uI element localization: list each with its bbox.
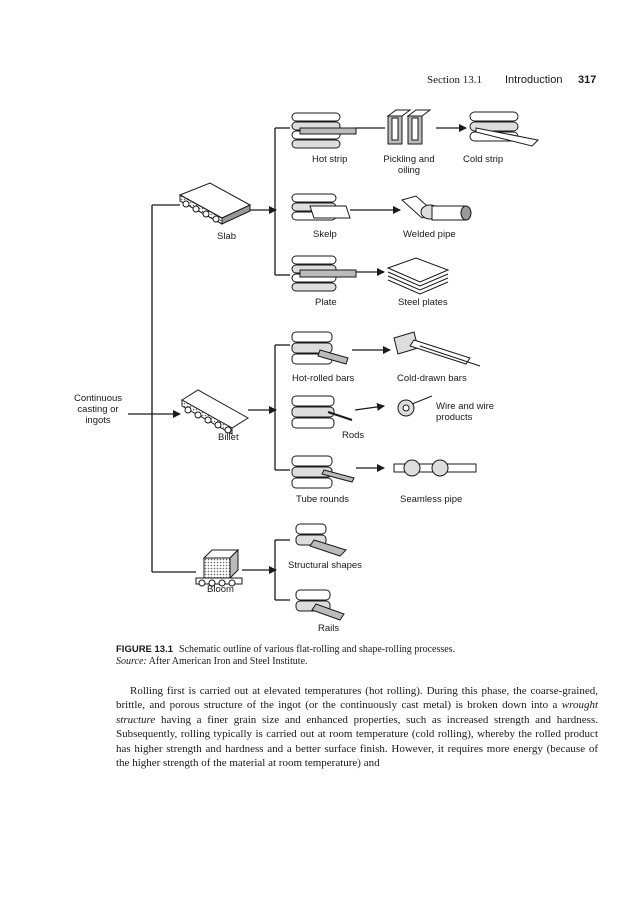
label-slab: Slab [217,231,236,242]
label-rods: Rods [342,430,364,441]
bloom-illustration [195,548,243,587]
steel-plates-icon [386,257,450,295]
skelp-mill-icon [291,193,351,221]
label-structural-shapes: Structural shapes [288,560,362,571]
caption-source-line: Source: After American Iron and Steel In… [116,656,596,668]
hot-strip-mill-icon [291,112,357,149]
label-plate: Plate [315,297,337,308]
caption-text: Schematic outline of various flat-rollin… [179,644,456,655]
header-title: Introduction [505,74,563,86]
page-number: 317 [578,74,597,86]
label-tube-rounds: Tube rounds [296,494,349,505]
label-steel-plates: Steel plates [398,297,448,308]
pickling-tanks-icon [386,109,432,145]
structural-shapes-mill-icon [295,523,347,557]
rails-mill-icon [295,589,345,621]
body-paragraph: Rolling first is carried out at elevated… [116,684,598,770]
label-billet: Billet [218,432,239,443]
connector-lines [128,124,467,601]
source-label: Source: [116,656,147,667]
label-start-3: ingots [85,415,111,426]
slab-illustration [178,182,252,225]
label-rails: Rails [318,623,339,634]
label-start-2: casting or [77,404,118,415]
rods-mill-icon [291,395,353,429]
seamless-pipe-icon [393,459,477,477]
label-skelp: Skelp [313,229,337,240]
wire-products-icon [397,395,433,417]
label-welded-pipe: Welded pipe [403,229,456,240]
hot-rolled-bars-mill-icon [291,331,349,365]
label-hot-rolled-bars: Hot-rolled bars [292,373,355,384]
tube-rounds-mill-icon [291,455,355,489]
label-pickling-1: Pickling and [383,154,434,165]
figure-label: FIGURE 13.1 [116,644,174,655]
caption-line: FIGURE 13.1 Schematic outline of various … [116,644,596,656]
label-bloom: Bloom [207,584,234,595]
cold-drawn-bars-icon [393,331,481,367]
body-text-2: having a finer grain size and enhanced p… [116,713,598,770]
header-section: Section 13.1 [427,74,482,86]
label-cold-strip: Cold strip [463,154,503,165]
label-hot-strip: Hot strip [312,154,347,165]
label-wire-2: products [436,412,473,423]
welded-pipe-icon [400,195,472,221]
label-cold-drawn-bars: Cold-drawn bars [397,373,467,384]
source-text: After American Iron and Steel Institute. [148,656,308,667]
body-emphasis: wrought structure [116,699,598,726]
label-start-1: Continuous [74,393,122,404]
label-seamless-pipe: Seamless pipe [400,494,462,505]
rolling-process-diagram: Continuous casting or ingots Slab Billet… [74,109,540,634]
body-text-1: Rolling first is carried out at elevated… [116,685,598,712]
label-wire-1: Wire and wire [436,401,494,412]
cold-strip-mill-icon [469,111,540,147]
label-pickling-2: oiling [398,165,420,176]
figure-caption: FIGURE 13.1 Schematic outline of various … [116,644,596,668]
plate-mill-icon [291,255,357,292]
running-header: Section 13.1 Introduction 317 [0,74,636,90]
billet-illustration [181,389,249,435]
